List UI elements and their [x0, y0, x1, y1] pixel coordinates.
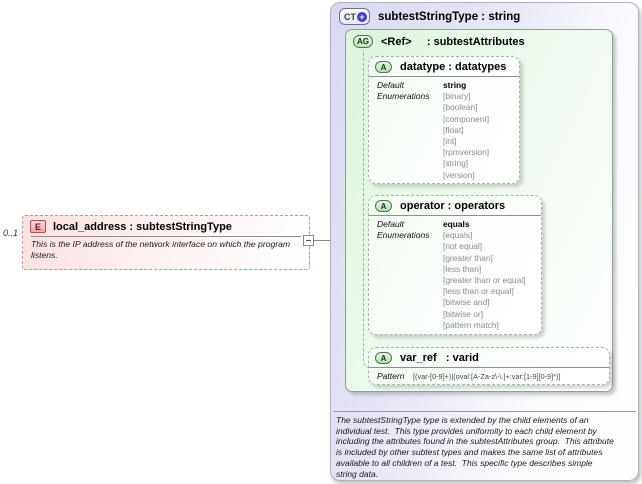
complex-type-badge-label: CT — [344, 11, 356, 22]
enumeration-value: [boolean] — [443, 102, 478, 113]
complex-type-title: subtestStringType : string — [378, 10, 521, 23]
enumerations-label: Enumerations — [377, 230, 430, 241]
collapse-handle-icon[interactable] — [303, 235, 314, 246]
plus-icon: + — [357, 11, 367, 22]
facet-labels: Default Enumerations — [377, 219, 443, 331]
attribute-badge-icon: A — [375, 200, 392, 212]
enumeration-value: [pattern match] — [443, 319, 499, 330]
enumeration-value: [less than or equal] — [443, 286, 514, 297]
element-header: E local_address : subtestStringType — [23, 216, 309, 235]
attribute-box-operator[interactable]: A operator : operators Default Enumerati… — [368, 195, 542, 335]
enumerations-label: Enumerations — [377, 91, 430, 102]
enumeration-value: [component] — [443, 113, 490, 124]
complex-type-badge-icon[interactable]: CT+ — [339, 8, 370, 25]
attribute-title: operator : operators — [400, 200, 506, 212]
enumeration-value: [equals] — [443, 230, 473, 241]
attribute-badge-icon: A — [375, 352, 392, 364]
attribute-box-datatype[interactable]: A datatype : datatypes Default Enumerati… — [368, 56, 520, 184]
enumeration-value: [float] — [443, 124, 464, 135]
pattern-label: Pattern — [377, 371, 405, 381]
enumeration-value: [string] — [443, 158, 469, 169]
attribute-divider — [369, 76, 519, 77]
enumeration-value: [binary] — [443, 91, 471, 102]
enumeration-value: [not equal] — [443, 241, 483, 252]
facet-values: equals [equals][not equal][greater than]… — [443, 219, 539, 331]
default-label: Default — [377, 219, 404, 229]
attribute-box-var-ref[interactable]: A var_ref : varid Pattern [(var-[0-9]+)|… — [368, 347, 610, 385]
attribute-header: A var_ref : varid — [369, 348, 609, 366]
enumeration-value: [rpmversion] — [443, 147, 490, 158]
documentation-text: The subtestStringType type is extended b… — [336, 415, 614, 479]
attribute-title: var_ref : varid — [400, 352, 479, 364]
complex-type-header: CT+ subtestStringType : string — [339, 8, 520, 25]
attribute-divider — [369, 215, 541, 216]
default-value: equals — [443, 219, 470, 229]
attribute-facets: Default Enumerations string [binary][boo… — [369, 77, 519, 184]
enumeration-value: [greater than or equal] — [443, 275, 526, 286]
element-description: This is the IP address of the network in… — [31, 239, 291, 260]
facet-values: string [binary][boolean][component][floa… — [443, 80, 517, 181]
attribute-connector-line — [363, 50, 370, 368]
attribute-divider — [369, 367, 609, 368]
attribute-group-box[interactable]: AG <Ref> : subtestAttributes A datatype … — [345, 29, 613, 392]
attribute-group-header: AG <Ref> : subtestAttributes — [353, 35, 525, 48]
element-badge-icon: E — [30, 220, 46, 233]
cardinality-label: 0..1 — [3, 228, 19, 238]
element-box-local-address[interactable]: E local_address : subtestStringType This… — [22, 215, 310, 270]
enumeration-value: [version] — [443, 169, 475, 180]
enumeration-value: [less than] — [443, 263, 482, 274]
connector-line — [303, 240, 331, 241]
enumeration-value: [bitwise and] — [443, 297, 490, 308]
facet-labels: Default Enumerations — [377, 80, 443, 181]
enumeration-value: [int] — [443, 136, 457, 147]
complex-type-card: CT+ subtestStringType : string AG <Ref> … — [330, 2, 639, 481]
attribute-facets: Pattern [(var-[0-9]+)|(oval:[A-Za-z\-\.]… — [369, 368, 609, 383]
attribute-badge-icon: A — [375, 61, 392, 73]
attribute-group-badge-icon: AG — [353, 35, 373, 48]
enumeration-value: [bitwise or] — [443, 308, 484, 319]
pattern-value: [(var-[0-9]+)|(oval:[A-Za-z\-\.]+:var:[1… — [413, 372, 561, 381]
attribute-title: datatype : datatypes — [400, 61, 507, 73]
default-value: string — [443, 80, 467, 90]
enumeration-list: [binary][boolean][component][float][int]… — [443, 91, 517, 181]
documentation-divider — [333, 411, 636, 412]
enumeration-list: [equals][not equal][greater than][less t… — [443, 230, 539, 331]
element-title: local_address : subtestStringType — [53, 220, 232, 233]
attribute-header: A datatype : datatypes — [369, 57, 519, 75]
minus-icon — [306, 240, 311, 241]
attribute-header: A operator : operators — [369, 196, 541, 214]
element-divider — [31, 236, 301, 237]
attribute-facets: Default Enumerations equals [equals][not… — [369, 216, 541, 334]
enumeration-value: [greater than] — [443, 252, 493, 263]
default-label: Default — [377, 80, 404, 90]
attribute-group-title: <Ref> : subtestAttributes — [381, 35, 525, 48]
